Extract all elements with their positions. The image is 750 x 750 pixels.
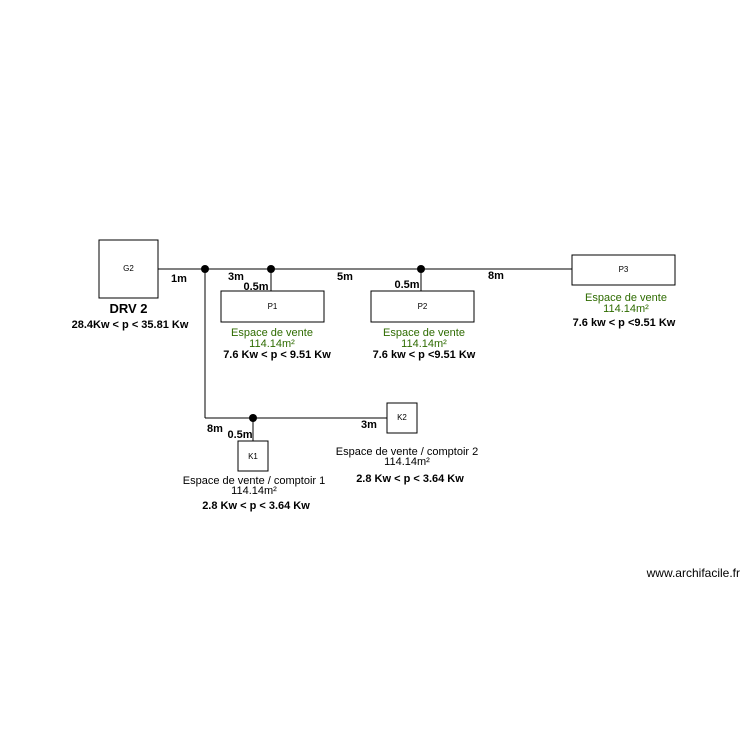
p1-power: 7.6 Kw < p < 9.51 Kw: [223, 349, 331, 361]
g2-power: 28.4Kw < p < 35.81 Kw: [72, 319, 189, 331]
k1-box[interactable]: [237, 440, 269, 472]
p3-id: P3: [619, 265, 629, 274]
length-label: 0.5m: [227, 429, 252, 441]
k2-id: K2: [397, 413, 407, 422]
k2-area: 114.14m²: [384, 456, 430, 468]
wires: [158, 268, 572, 441]
length-label: 8m: [488, 270, 504, 282]
length-label: 8m: [207, 423, 223, 435]
g2-id: G2: [123, 264, 134, 273]
p3-box[interactable]: [571, 254, 676, 286]
length-label: 1m: [171, 273, 187, 285]
p2-box[interactable]: [370, 290, 475, 323]
k2-power: 2.8 Kw < p < 3.64 Kw: [356, 473, 464, 485]
length-label: 3m: [361, 419, 377, 431]
p1-name: Espace de vente: [231, 327, 313, 339]
k2-name: Espace de vente / comptoir 2: [336, 446, 478, 458]
p1-id: P1: [268, 302, 278, 311]
p3-name: Espace de vente: [585, 292, 667, 304]
p2-power: 7.6 kw < p <9.51 Kw: [373, 349, 476, 361]
k1-id: K1: [248, 452, 258, 461]
length-label: 0.5m: [243, 281, 268, 293]
k1-power: 2.8 Kw < p < 3.64 Kw: [202, 500, 310, 512]
p3-power: 7.6 kw < p <9.51 Kw: [573, 317, 676, 329]
length-label: 0.5m: [394, 279, 419, 291]
watermark-text: www.archifacile.fr: [646, 566, 740, 580]
k1-name: Espace de vente / comptoir 1: [183, 475, 325, 487]
k1-area: 114.14m²: [231, 485, 277, 497]
k2-box[interactable]: [386, 402, 418, 434]
p2-name: Espace de vente: [383, 327, 465, 339]
p1-area: 114.14m²: [249, 338, 295, 350]
junction-dot: [249, 414, 257, 422]
junction-dot: [417, 265, 425, 273]
junction-dot: [201, 265, 209, 273]
g2-name: DRV 2: [109, 301, 147, 316]
length-label: 5m: [337, 271, 353, 283]
junction-dot: [267, 265, 275, 273]
length-label: 3m: [228, 271, 244, 283]
p2-id: P2: [418, 302, 428, 311]
g2-box[interactable]: [98, 239, 159, 299]
p3-area: 114.14m²: [603, 303, 649, 315]
p2-area: 114.14m²: [401, 338, 447, 350]
p1-box[interactable]: [220, 290, 325, 323]
